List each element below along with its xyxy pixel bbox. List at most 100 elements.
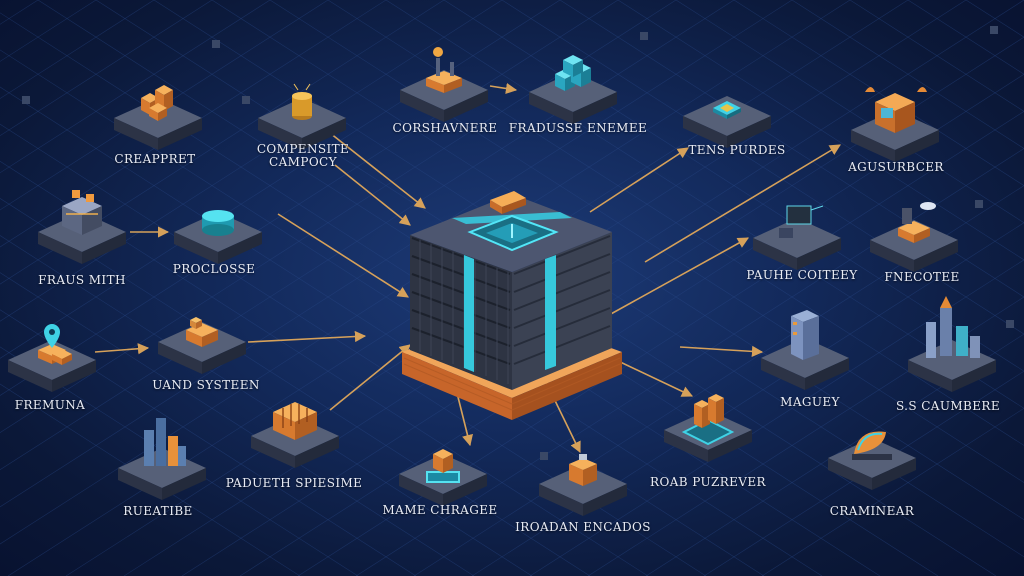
hardware-icon <box>569 454 597 486</box>
grid-line <box>529 259 1024 576</box>
node-label-line: CRAMINEAR <box>829 504 915 518</box>
node-tile <box>539 454 627 516</box>
grid-line <box>0 0 503 322</box>
grid-line <box>239 73 1024 576</box>
grid-line <box>587 296 1024 576</box>
node-label-line: PADUETH SPIESIME <box>225 476 363 490</box>
node-tile <box>114 85 202 150</box>
node-label-line: MAME CHRAGEE <box>382 503 498 517</box>
grid-line <box>0 0 387 248</box>
grid-line <box>645 333 1024 576</box>
location-pin-icon <box>38 324 72 365</box>
decor-dot <box>242 96 250 104</box>
decor-dot <box>975 200 983 208</box>
node-label: CRAMINEAR <box>830 504 914 518</box>
connection-arrow <box>334 164 411 226</box>
crate-icon <box>865 87 927 133</box>
grid-line <box>0 0 677 433</box>
grid-line <box>559 0 1024 298</box>
node-label-line: TENS PURDES <box>688 143 786 157</box>
cylinder-icon <box>202 210 234 236</box>
grid-line <box>0 49 823 576</box>
decor-dot <box>640 32 648 40</box>
node-tile <box>399 449 487 506</box>
connection-arrow <box>489 82 518 95</box>
cyan-blocks-icon <box>555 55 591 91</box>
node-label-line: FRADUSSE ENEMEE <box>508 121 648 135</box>
node-label: MAME CHRAGEE <box>382 503 497 517</box>
grid-line <box>471 222 1024 576</box>
node-label-line: CAMPOCY <box>269 155 337 169</box>
node-tile <box>683 96 771 148</box>
node-tile <box>753 205 841 270</box>
node-label: CORSHAVNERE <box>393 121 498 135</box>
node-tile <box>908 296 996 392</box>
connection-arrow <box>247 330 367 343</box>
node-label: S.S CAUMBERE <box>896 399 1000 413</box>
grid-line <box>849 0 1024 112</box>
package-icon <box>186 317 218 347</box>
connection-arrow <box>599 237 749 321</box>
node-label: PROCLOSSE <box>173 262 256 276</box>
grid-line <box>0 309 417 576</box>
grid-line <box>0 0 213 137</box>
grid-line <box>0 0 155 99</box>
node-tile <box>38 190 126 264</box>
node-label: AGUSURBCER <box>848 160 944 174</box>
node-label: FRAUS MITH <box>38 273 126 287</box>
node-label-line: ROAB PUZREVER <box>650 475 766 489</box>
node-label: IROADAN ENCADOS <box>515 520 651 534</box>
node-tile <box>761 310 849 390</box>
grid-line <box>0 235 533 576</box>
robot-icon <box>898 202 936 243</box>
connection-arrow <box>94 343 150 355</box>
node-label-line: UAND SYSTEEN <box>152 378 260 392</box>
node-label: FREMUNA <box>15 398 86 412</box>
node-tile <box>118 418 206 500</box>
node-label-line: COMPENSITE <box>256 142 350 156</box>
node-label: RUEATIBE <box>123 504 192 518</box>
decor-dot <box>990 26 998 34</box>
node-tile <box>664 394 752 462</box>
node-tile <box>174 210 262 264</box>
grid-line <box>761 407 1024 576</box>
node-tile <box>828 431 916 490</box>
gold-coins-icon <box>292 83 312 120</box>
connection-arrow <box>615 359 694 397</box>
grid-line <box>617 0 1024 261</box>
node-label: FNECOTEE <box>884 270 959 284</box>
connection-arrow <box>644 144 841 263</box>
grid-line <box>791 0 1024 149</box>
factory-icon <box>426 47 462 93</box>
node-label-line: PROCLOSSE <box>172 262 256 276</box>
node-tile <box>158 317 246 374</box>
grid-line <box>501 0 1024 335</box>
grid-line <box>0 272 475 576</box>
node-tile <box>400 47 488 122</box>
connection-arrow <box>589 147 689 213</box>
orange-blocks-icon <box>141 85 173 121</box>
node-label-line: MAGUEY <box>780 395 840 409</box>
node-tile <box>870 202 958 272</box>
grid-line <box>0 160 649 576</box>
node-label: PADUETH SPIESIME <box>226 476 363 490</box>
node-tile <box>529 55 617 124</box>
grid-line <box>0 0 271 174</box>
node-tile <box>258 83 346 150</box>
node-label: ROAB PUZREVER <box>650 475 766 489</box>
node-label: MAGUEY <box>780 395 840 409</box>
grid-line <box>0 346 359 576</box>
glowing-box-icon <box>426 449 460 483</box>
connection-arrow <box>329 344 411 411</box>
grid-line <box>211 0 1024 521</box>
towers-icon <box>144 418 186 466</box>
node-label-line: IROADAN ENCADOS <box>515 520 651 534</box>
node-label-line: PAUHE COITEEY <box>746 268 858 282</box>
node-label: FRADUSSE ENEMEE <box>509 121 647 135</box>
grid-line <box>355 148 1024 576</box>
building-icon <box>791 310 819 360</box>
